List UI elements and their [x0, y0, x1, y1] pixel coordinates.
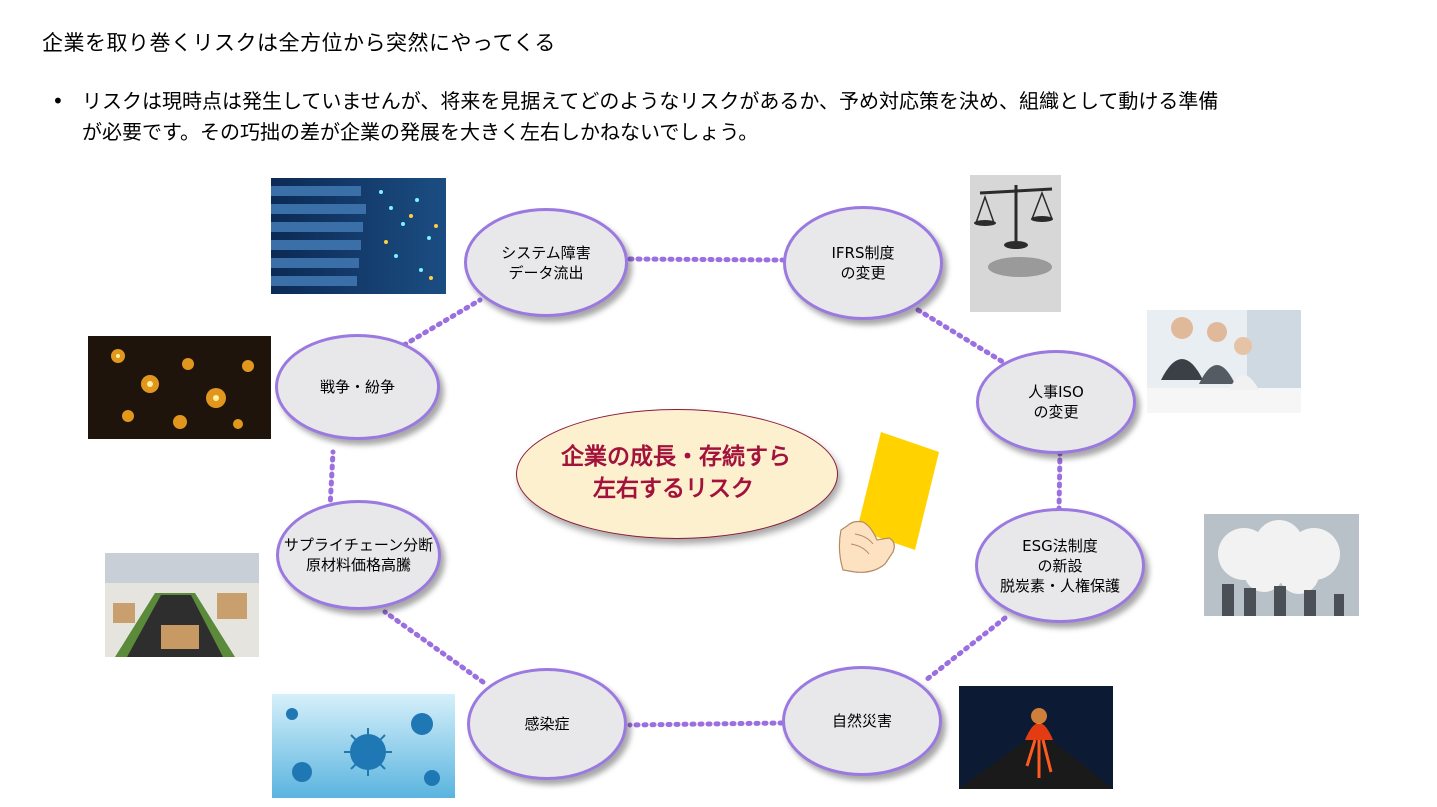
- connector-supply-war: [327, 449, 336, 511]
- risk-node-ifrs: IFRS制度 の変更: [783, 206, 943, 320]
- risk-label-ifrs: IFRS制度 の変更: [831, 244, 895, 282]
- risk-node-infection: 感染症: [467, 668, 627, 780]
- power-plant-smoke-image: [1204, 514, 1359, 616]
- bullet-point: • リスクは現時点は発生していませんが、将来を見据えてどのようなリスクがあるか、…: [52, 86, 1222, 148]
- center-line-1: 企業の成長・存続すら: [561, 444, 791, 470]
- slide-title: 企業を取り巻くリスクは全方位から突然にやってくる: [42, 31, 556, 55]
- center-line-2: 左右するリスク: [593, 476, 754, 502]
- connector-war-system: [401, 297, 483, 348]
- risk-label-infection: 感染症: [524, 715, 570, 733]
- risk-node-system-failure: システム障害 データ流出: [464, 208, 628, 317]
- war-explosion-image: [88, 336, 271, 439]
- risk-node-esg: ESG法制度 の新設 脱炭素・人権保護: [975, 508, 1145, 623]
- center-theme-ellipse: 企業の成長・存続すら 左右するリスク: [516, 409, 838, 539]
- volcano-image: [959, 686, 1113, 789]
- bullet-marker: •: [52, 89, 64, 113]
- warehouse-conveyor-image: [105, 553, 259, 657]
- yellow-card-hand-icon: [833, 430, 943, 580]
- risk-node-supply-chain: サプライチェーン分断 原材料価格高騰: [276, 500, 441, 610]
- risk-label-war: 戦争・紛争: [319, 378, 395, 396]
- risk-label-natural-disaster: 自然災害: [831, 712, 892, 730]
- risk-label-system-failure: システム障害 データ流出: [501, 243, 591, 282]
- bullet-text: リスクは現時点は発生していませんが、将来を見据えてどのようなリスクがあるか、予め…: [82, 89, 1219, 144]
- virus-image: [272, 694, 455, 798]
- risk-node-natural-disaster: 自然災害: [782, 666, 942, 776]
- risk-label-hr-iso: 人事ISO の変更: [1028, 383, 1084, 421]
- risk-node-war: 戦争・紛争: [275, 334, 440, 440]
- server-rack-image: [271, 178, 446, 294]
- connector-esg-disaster: [923, 615, 1008, 683]
- connector-disaster-infection: [627, 720, 785, 728]
- connector-infection-supply: [382, 609, 486, 685]
- connector-hr-esg: [1056, 449, 1063, 513]
- business-people-image: [1147, 310, 1301, 413]
- risk-label-supply-chain: サプライチェーン分断 原材料価格高騰: [283, 536, 434, 574]
- risk-label-esg: ESG法制度 の新設 脱炭素・人権保護: [999, 536, 1120, 595]
- connector-ifrs-hr: [915, 307, 1006, 365]
- risk-node-hr-iso: 人事ISO の変更: [976, 350, 1136, 454]
- scales-image: [970, 175, 1061, 312]
- connector-system-ifrs: [627, 256, 785, 263]
